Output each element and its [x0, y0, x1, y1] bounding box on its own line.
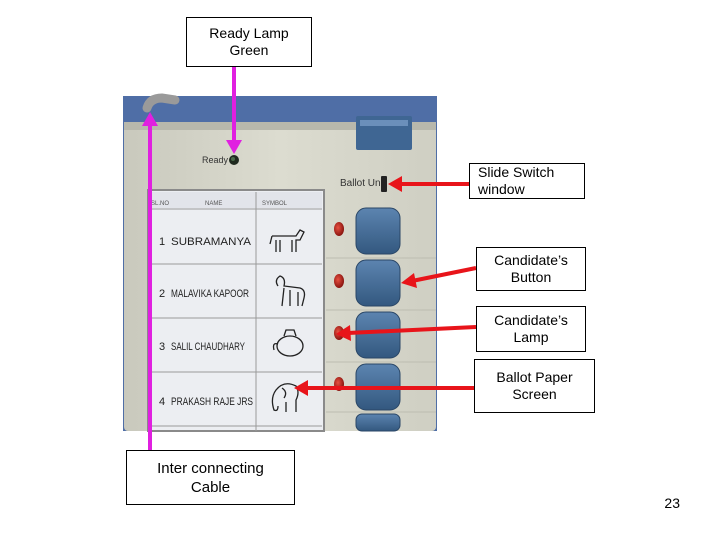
candidate-name: PRAKASH RAJE JRS — [171, 396, 253, 408]
arrow-candidate-lamp — [336, 325, 477, 341]
candidate-button-3[interactable] — [355, 311, 401, 359]
header-name: NAME — [205, 201, 222, 207]
ready-text: Ready — [202, 155, 229, 165]
label-ballot-paper: Ballot Paper Screen — [474, 359, 595, 413]
arrow-ballot-paper — [294, 380, 496, 396]
candidate-controls — [334, 207, 401, 432]
elephant-symbol-icon — [271, 383, 299, 412]
label-candidate-lamp: Candidate’s Lamp — [476, 306, 586, 352]
candidate-lamp-2 — [334, 274, 344, 288]
cow-symbol-icon — [269, 229, 305, 252]
header-symbol: SYMBOL — [262, 201, 288, 207]
candidate-name: SALIL CHAUDHARY — [171, 341, 245, 353]
candidate-number: 4 — [159, 396, 165, 408]
candidate-name: SUBRAMANYA — [171, 236, 252, 248]
candidate-number: 2 — [159, 288, 165, 300]
unit-top-edge — [124, 122, 436, 130]
cable — [142, 93, 180, 113]
candidate-number: 3 — [159, 341, 165, 353]
pot-symbol-icon — [272, 329, 304, 357]
slide-switch — [381, 176, 387, 192]
ballot-unit-text: Ballot Unit — [340, 178, 386, 189]
ready-lamp-glint — [231, 157, 235, 161]
candidate-number: 1 — [159, 236, 165, 248]
arrow-candidate-button — [401, 266, 477, 288]
right-row-separators — [326, 257, 436, 413]
arrow-ready-lamp — [226, 66, 242, 154]
label-slide-switch: Slide Switch window — [469, 163, 585, 199]
header-sl: SL.NO — [151, 201, 169, 207]
dog-symbol-icon — [275, 275, 306, 307]
slide-switch-highlight — [360, 120, 408, 126]
candidate-button-2[interactable] — [355, 259, 401, 307]
arrow-slide-switch — [388, 176, 470, 192]
candidate-row-2: 2 MALAVIKA KAPOOR — [150, 275, 322, 319]
label-candidate-button: Candidate’s Button — [476, 247, 586, 291]
candidate-lamp-1 — [334, 222, 344, 236]
arrow-cable — [142, 112, 158, 452]
candidate-button-5[interactable] — [355, 413, 401, 432]
label-cable: Inter connecting Cable — [126, 450, 295, 505]
page-number: 23 — [664, 495, 680, 511]
candidate-row-1: 1 SUBRAMANYA — [150, 229, 322, 265]
candidate-name: MALAVIKA KAPOOR — [171, 288, 249, 300]
label-ready-lamp: Ready Lamp Green — [186, 17, 312, 67]
ballot-header-band — [150, 192, 322, 208]
candidate-row-3: 3 SALIL CHAUDHARY — [150, 329, 322, 373]
candidate-row-4: 4 PRAKASH RAJE JRS — [150, 383, 322, 427]
candidate-button-1[interactable] — [355, 207, 401, 255]
